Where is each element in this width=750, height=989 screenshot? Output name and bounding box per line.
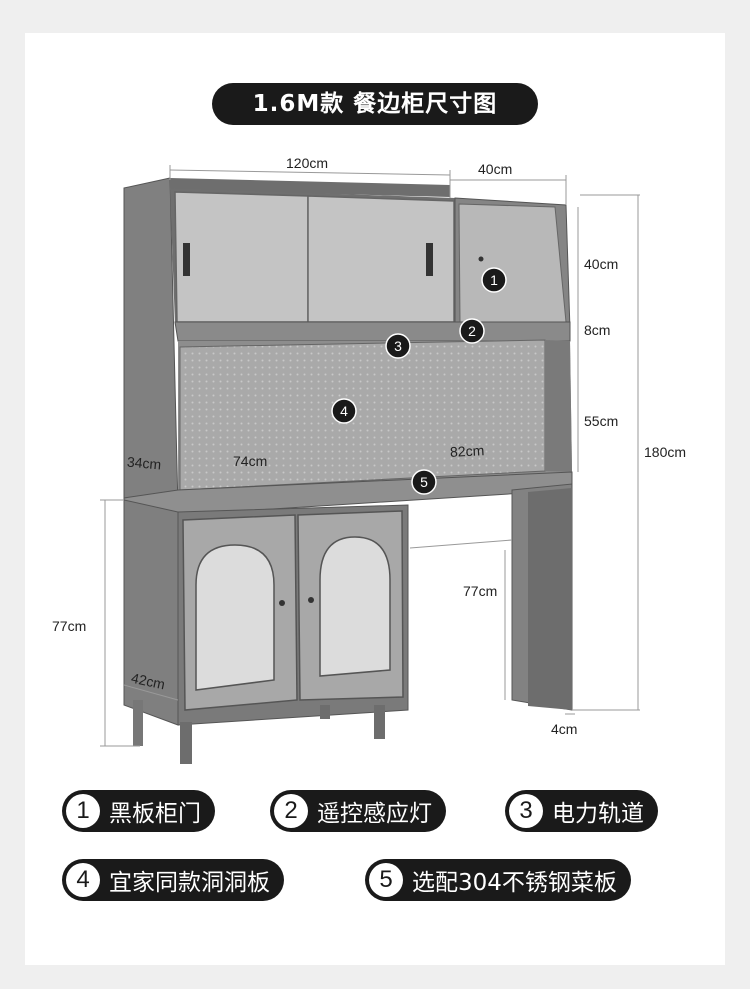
svg-text:3: 3: [394, 338, 402, 354]
leg-front-left: [133, 700, 143, 746]
arch-window-left: [195, 544, 275, 691]
page-title: 1.6M款 餐边柜尺寸图: [212, 83, 538, 125]
upper-right-door: [458, 203, 567, 323]
marker-2: 2: [459, 318, 485, 344]
arch-window-right: [319, 536, 391, 677]
svg-text:2: 2: [468, 323, 476, 339]
door-handle-right: [426, 243, 433, 276]
legend-item-2: 2 遥控感应灯: [270, 790, 446, 832]
legend-label: 遥控感应灯: [317, 801, 432, 827]
sliding-door-left: [174, 191, 309, 323]
dim-light-strip-height: 8cm: [584, 322, 611, 338]
marker-3: 3: [385, 333, 411, 359]
leg-back: [320, 705, 330, 719]
pegboard-right-side: [545, 340, 572, 472]
svg-text:5: 5: [420, 474, 428, 490]
dim-side-panel-thickness: 4cm: [551, 721, 578, 737]
base-door-left-knob: [279, 600, 285, 606]
dim-pegboard-width-right: 82cm: [449, 442, 485, 460]
legend-item-5: 5 选配304不锈钢菜板: [365, 859, 631, 901]
light-strip-shelf: [174, 321, 571, 342]
legend-number: 2: [274, 794, 308, 828]
legend-number: 3: [509, 794, 543, 828]
dim-upper-cabinet-height: 40cm: [584, 256, 619, 272]
dim-top-width-left: 120cm: [286, 155, 329, 171]
base-cabinet-body: [123, 499, 179, 726]
legend-item-3: 3 电力轨道: [505, 790, 658, 832]
legend-number: 5: [369, 863, 403, 897]
legend-label: 黑板柜门: [109, 801, 201, 827]
base-door-right-knob: [308, 597, 314, 603]
dim-pegboard-width-left: 74cm: [233, 453, 268, 469]
svg-text:4: 4: [340, 403, 348, 419]
dim-top-width-right: 40cm: [478, 161, 513, 177]
marker-4: 4: [331, 398, 357, 424]
svg-text:1: 1: [490, 272, 498, 288]
legend-item-4: 4 宜家同款洞洞板: [62, 859, 284, 901]
leg-front-right: [374, 705, 385, 739]
legend-label: 宜家同款洞洞板: [109, 870, 270, 896]
marker-1: 1: [481, 267, 507, 293]
legend-number: 1: [66, 794, 100, 828]
dim-top-depth: 34cm: [126, 453, 162, 473]
dimension-lines: [100, 165, 640, 747]
door-handle-left: [183, 243, 190, 276]
upper-right-door-knob: [478, 256, 484, 262]
dim-desk-height: 77cm: [463, 583, 498, 599]
legend-label: 选配304不锈钢菜板: [412, 870, 617, 896]
top-board: [170, 178, 450, 197]
leg-front-center: [180, 722, 192, 764]
legend-number: 4: [66, 863, 100, 897]
dim-pegboard-height: 55cm: [584, 413, 619, 429]
legend-label: 电力轨道: [552, 801, 644, 827]
marker-5: 5: [411, 469, 437, 495]
legend-item-1: 1 黑板柜门: [62, 790, 215, 832]
dim-total-height: 180cm: [644, 444, 687, 460]
dim-base-height: 77cm: [52, 618, 87, 634]
